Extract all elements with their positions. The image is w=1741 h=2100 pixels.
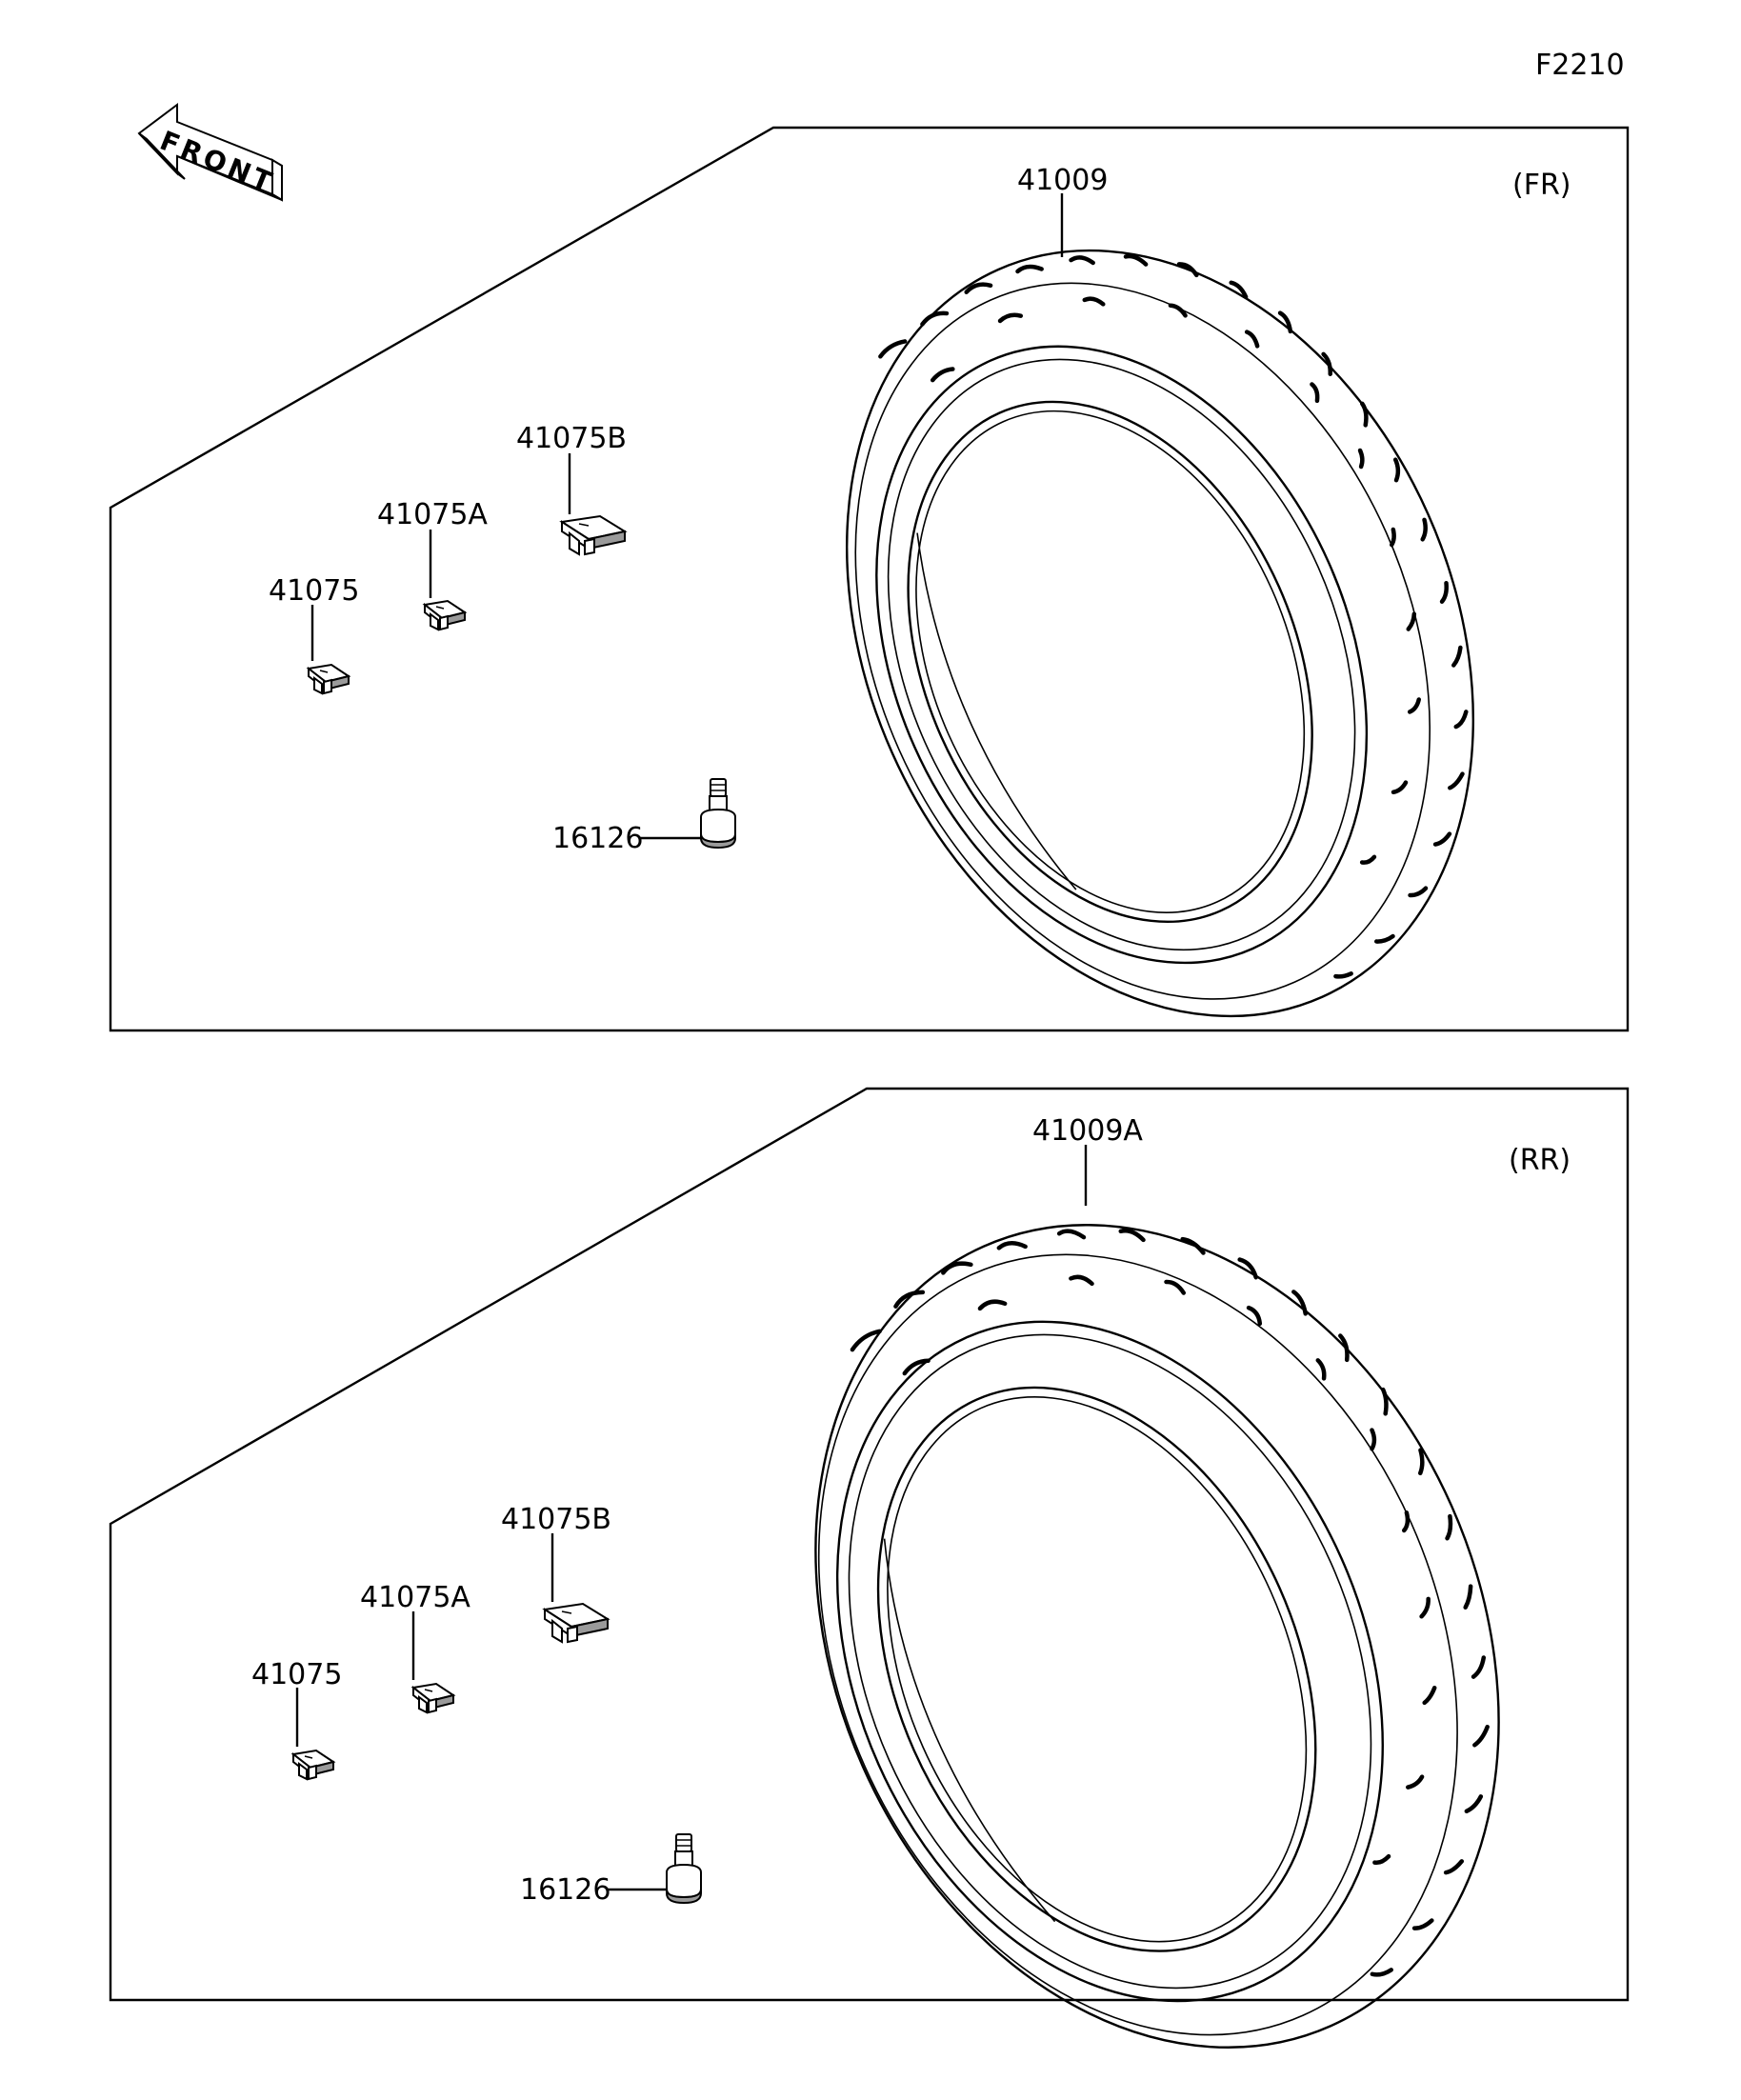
position-label: (FR): [1512, 169, 1571, 202]
position-label: (RR): [1509, 1144, 1571, 1177]
weight-part-label: 41075B: [501, 1503, 611, 1536]
weight-part-label: 41075A: [377, 498, 488, 531]
valve-icon: [666, 1833, 702, 1904]
panel-rear: (RR): [109, 1087, 1630, 2049]
valve-part-label: 16126: [552, 822, 643, 855]
panel-frame: [109, 1087, 1630, 2002]
weight-icon: [412, 1683, 454, 1713]
valve-part-label: 16126: [520, 1873, 610, 1907]
tire-part-label: 41009A: [1032, 1114, 1143, 1148]
weight-part-label: 41075B: [516, 422, 627, 455]
weight-part-label: 41075A: [360, 1581, 470, 1614]
weight-icon: [544, 1603, 609, 1643]
weight-icon: [308, 664, 350, 694]
weight-part-label: 41075: [251, 1658, 342, 1691]
weight-icon: [292, 1750, 334, 1780]
tire-part-label: 41009: [1017, 164, 1108, 197]
valve-icon: [700, 778, 736, 849]
panel-frame: [109, 126, 1630, 1032]
weight-icon: [561, 515, 626, 555]
weight-icon: [424, 600, 466, 630]
panel-front: (FR): [109, 126, 1630, 1032]
figure-code: F2210: [1535, 49, 1625, 82]
tire-icon: [846, 249, 1474, 1018]
tire-icon: [814, 1224, 1500, 2049]
weight-part-label: 41075: [269, 574, 359, 608]
